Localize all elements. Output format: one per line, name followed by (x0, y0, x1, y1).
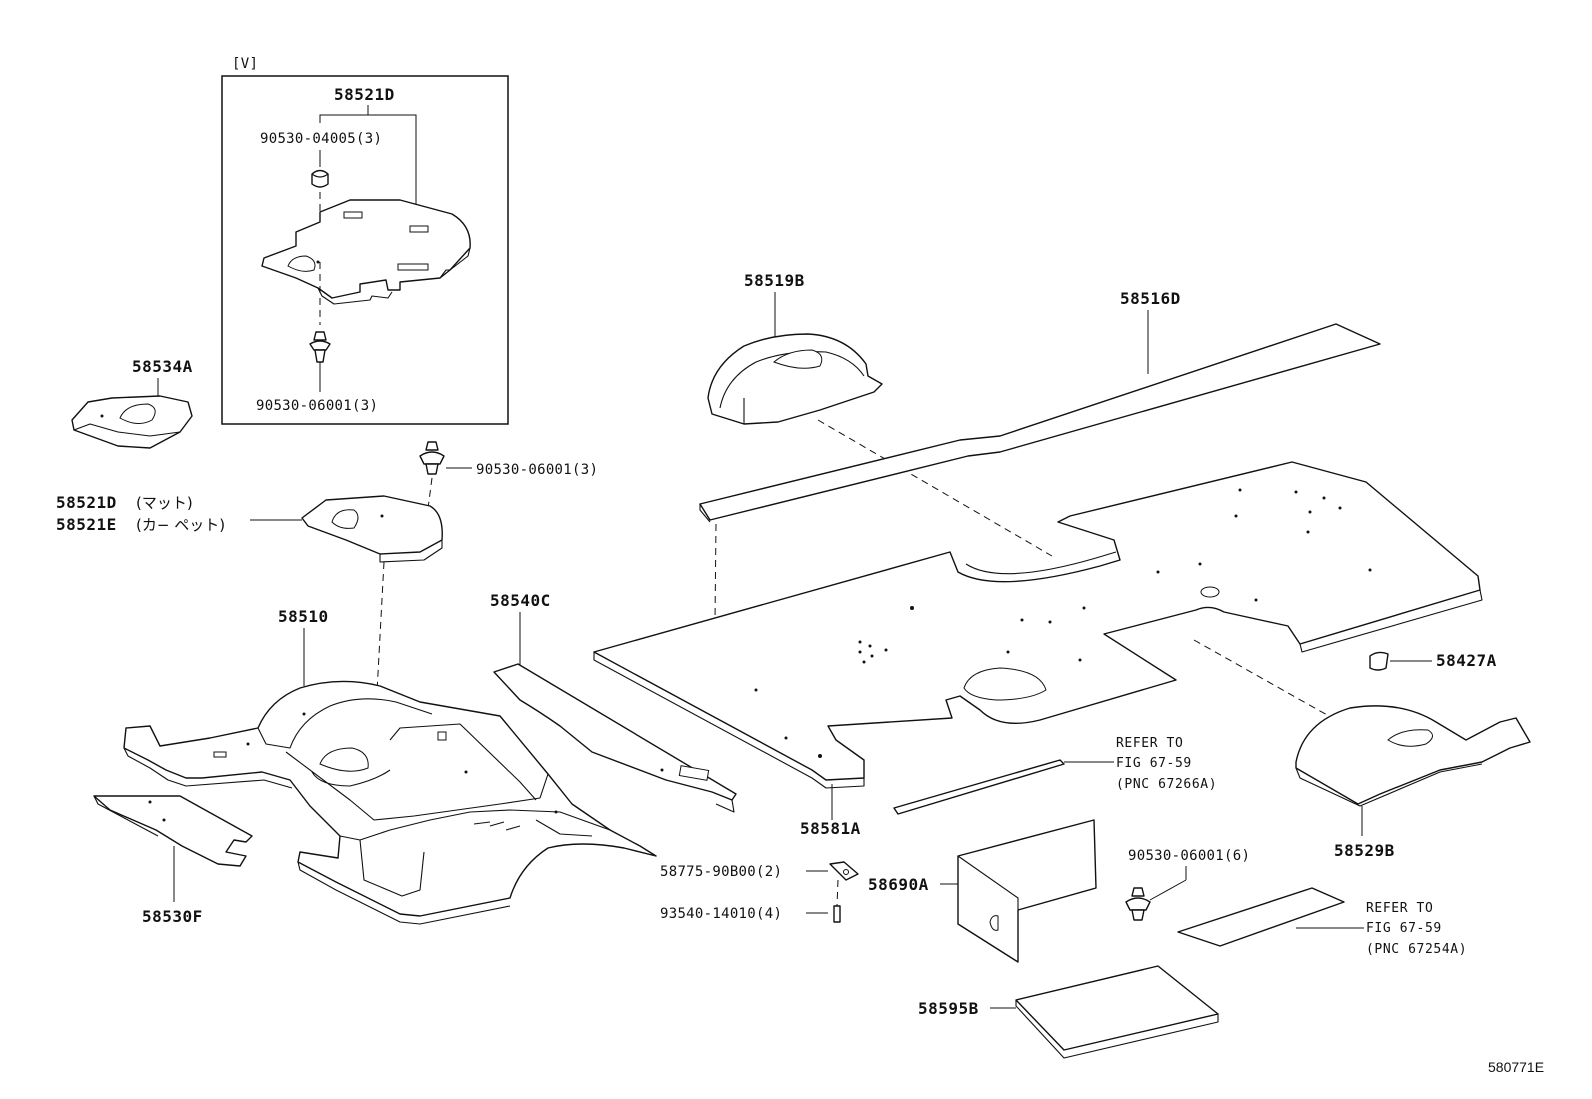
label-90530-06001-6: 90530-06001(6) (1128, 848, 1250, 864)
inset-mat-part (261, 199, 471, 305)
inset-group: [V] 58521D 90530-04005(3) 9053 (221, 56, 509, 425)
figure-code: 580771E (1488, 1059, 1544, 1075)
part-clip-90530-06001-6: 90530-06001(6) (1125, 848, 1250, 921)
label-58595B: 58595B (918, 999, 979, 1018)
refer-group-1: REFER TO FIG 67-59 (PNC 67266A) (893, 736, 1217, 815)
label-58534A: 58534A (132, 357, 193, 376)
part-58690A: 58690A (868, 819, 1097, 963)
label-58516D: 58516D (1120, 289, 1181, 308)
label-58521D: 58521D (56, 493, 117, 512)
refer1-line1: REFER TO (1116, 736, 1183, 751)
part-58775: 58775-90B00(2) (660, 861, 859, 881)
label-58540C: 58540C (490, 591, 551, 610)
label-58530F: 58530F (142, 907, 203, 926)
label-58581A: 58581A (800, 819, 861, 838)
inset-label-90530-04005: 90530-04005(3) (260, 131, 382, 147)
label-58775: 58775-90B00(2) (660, 864, 782, 880)
label-58521E-jp: (カ− ペット) (136, 516, 225, 534)
refer2-line1: REFER TO (1366, 901, 1433, 916)
label-58519B: 58519B (744, 271, 805, 290)
clip-nut-icon (311, 150, 329, 188)
part-58595B: 58595B (918, 965, 1219, 1059)
part-58510: 58510 (123, 607, 657, 925)
dash-58519B (817, 419, 1053, 557)
inset-tag: [V] (232, 56, 258, 72)
inset-label-90530-06001: 90530-06001(3) (256, 398, 378, 414)
mat-holes (754, 488, 1372, 758)
part-58521D-E: 58521D (マット) 58521E (カ− ペット) (56, 493, 443, 563)
label-58427A: 58427A (1436, 651, 1497, 670)
part-58534A: 58534A (71, 357, 193, 449)
dash-58581A (1193, 639, 1337, 721)
part-58530F: 58530F (93, 795, 253, 926)
label-58529B: 58529B (1334, 841, 1395, 860)
label-58521D-jp: (マット) (136, 494, 193, 512)
label-58690A: 58690A (868, 875, 929, 894)
refer2-line3: (PNC 67254A) (1366, 942, 1467, 957)
label-90530-06001-3: 90530-06001(3) (476, 462, 598, 478)
refer1-line3: (PNC 67266A) (1116, 777, 1217, 792)
part-58529B: 58529B (1295, 705, 1531, 860)
label-58510: 58510 (278, 607, 329, 626)
refer1-line2: FIG 67-59 (1116, 756, 1192, 771)
part-clip-90530-06001-mid: 90530-06001(3) (419, 441, 598, 478)
push-clip-icon (309, 331, 331, 392)
refer2-line2: FIG 67-59 (1366, 921, 1442, 936)
part-58581A: 58581A (593, 461, 1483, 838)
refer-group-2: REFER TO FIG 67-59 (PNC 67254A) (1177, 887, 1467, 957)
part-58427A: 58427A (1369, 651, 1497, 671)
inset-label-58521D: 58521D (334, 85, 395, 104)
label-58521E: 58521E (56, 515, 117, 534)
part-58519B: 58519B (707, 271, 883, 425)
label-93540: 93540-14010(4) (660, 906, 782, 922)
part-93540: 93540-14010(4) (660, 879, 841, 923)
inset-frame (221, 75, 509, 425)
part-58540C: 58540C (490, 591, 737, 813)
part-58516D: 58516D (699, 289, 1381, 523)
inset-bracket-line (319, 105, 417, 208)
